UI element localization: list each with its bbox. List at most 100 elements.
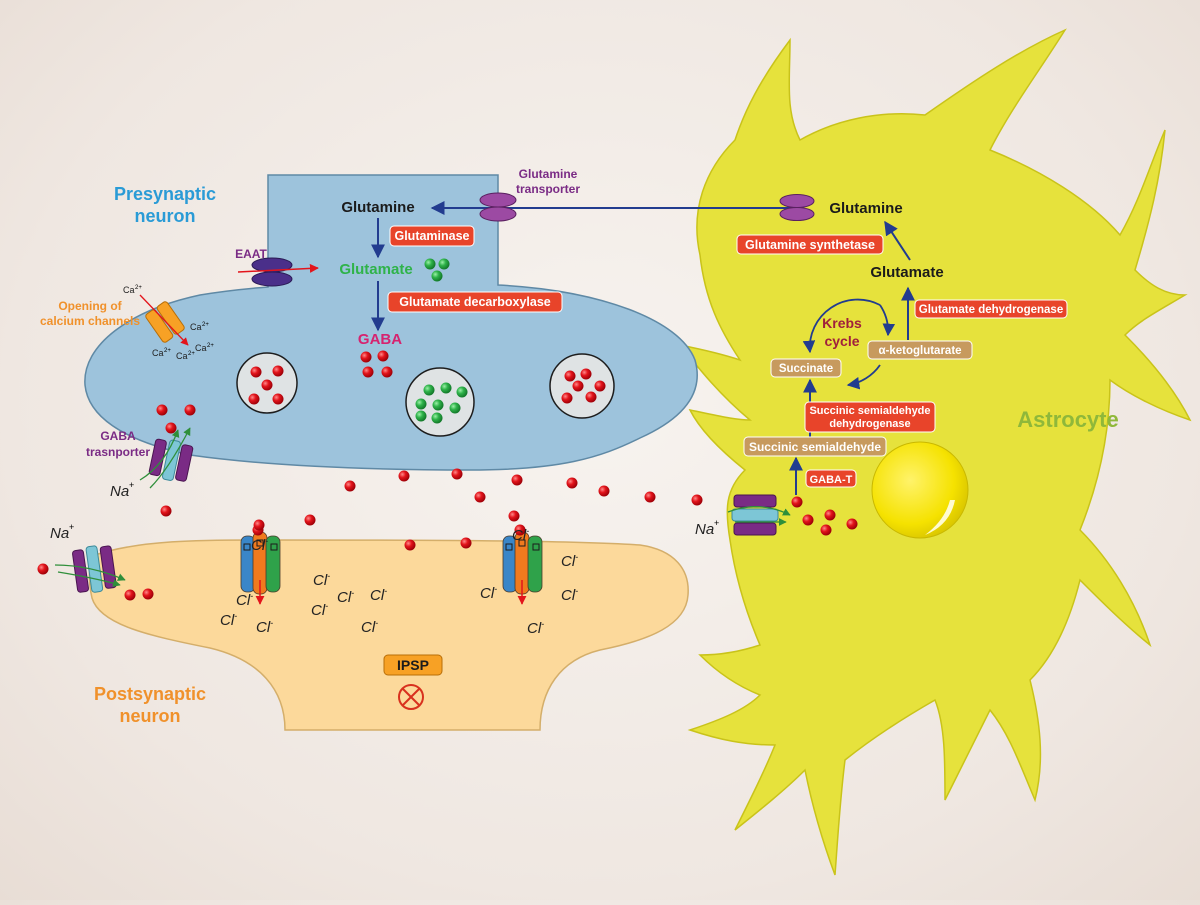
- gaba-molecule: [598, 485, 610, 497]
- chloride-ion: Cl-: [236, 591, 253, 609]
- glutamine-transporter-label-2: transporter: [516, 182, 580, 196]
- gaba-molecule: [160, 505, 172, 517]
- binding-site: [518, 539, 526, 547]
- gaba-transporter-label-1: GABA: [100, 429, 136, 443]
- presynaptic-title: Presynaptic: [114, 184, 216, 204]
- gaba-molecule: [585, 391, 597, 403]
- glutamate-to-glutamine-arrow: [884, 220, 911, 261]
- ipsp-box: [383, 654, 443, 676]
- gaba-molecule: [165, 422, 177, 434]
- ssadh-label-1: Succinic semialdehyde: [809, 405, 930, 417]
- gaba-transporter-astrocyte: [731, 494, 779, 536]
- krebs-cycle-arc-bottom: [846, 364, 881, 390]
- glutamate-molecule: [440, 382, 452, 394]
- chloride-ion: Cl-: [251, 536, 268, 554]
- gaba-t-label: GABA-T: [810, 474, 853, 486]
- gaba-molecule: [561, 392, 573, 404]
- glutamate-molecule: [456, 386, 468, 398]
- gaba-uptake-arrow-post: [57, 571, 121, 587]
- gaba-a-receptor-1: [240, 524, 281, 605]
- chloride-ion: Cl-: [220, 611, 237, 629]
- gaba-molecule: [248, 393, 260, 405]
- calcium-label-2: calcium channels: [40, 314, 140, 328]
- na-ion-astro: Na+: [695, 518, 719, 538]
- gaba-molecule: [691, 494, 703, 506]
- gaba-molecule: [184, 404, 196, 416]
- alpha-kg-box: [867, 340, 973, 360]
- gaba-molecule: [250, 366, 262, 378]
- gaba-molecule: [124, 589, 136, 601]
- gaba-molecule: [820, 524, 832, 536]
- gaba-a-receptor-2: [502, 524, 543, 605]
- chloride-ion: Cl-: [256, 618, 273, 636]
- pre-gaba-label: GABA: [358, 331, 402, 348]
- chloride-ion: Cl-: [561, 586, 578, 604]
- gaba-transporter-postsynaptic: [72, 545, 117, 593]
- krebs-label-1: Krebs: [822, 315, 862, 331]
- gaba-molecule: [272, 393, 284, 405]
- gaba-molecule: [451, 468, 463, 480]
- ipsp-inhibition-icon: [398, 684, 424, 710]
- pre-glutamate-label: Glutamate: [339, 261, 412, 278]
- ssa-label: Succinic semialdehyde: [749, 440, 881, 454]
- gad-label: Glutamate decarboxylase: [399, 295, 551, 309]
- eaat-transporter: [237, 257, 319, 287]
- gaba-molecule: [846, 518, 858, 530]
- chloride-ion: Cl-: [561, 552, 578, 570]
- gaba-molecule: [377, 350, 389, 362]
- glutaminase-label: Glutaminase: [394, 229, 469, 243]
- bound-gaba-molecule: [514, 524, 526, 536]
- gaba-t-box: [805, 469, 857, 488]
- gaba-molecule: [508, 510, 520, 522]
- glutaminase-box: [389, 225, 475, 247]
- eaat-label: EAAT: [235, 247, 267, 261]
- ssadh-box: [804, 401, 936, 433]
- succinate-box: [770, 358, 842, 378]
- na-ion-post: Na+: [50, 522, 74, 542]
- gaba-molecule: [261, 379, 273, 391]
- krebs-cycle-arc-top: [802, 298, 881, 354]
- na-cotransport-arrow-post: [54, 564, 126, 581]
- svg-text:Ca: Ca: [123, 285, 135, 295]
- gaba-molecule: [344, 480, 356, 492]
- gaba-molecule: [304, 514, 316, 526]
- gaba-molecule: [566, 477, 578, 489]
- chloride-ion: Cl-: [337, 588, 354, 606]
- glutamate-molecule: [449, 402, 461, 414]
- chloride-ion: Cl-: [480, 584, 497, 602]
- chloride-ion: Cl-: [370, 586, 387, 604]
- glutamate-molecule: [415, 410, 427, 422]
- binding-site: [256, 539, 264, 547]
- gaba-molecule: [37, 563, 49, 575]
- glutamate-molecule: [438, 258, 450, 270]
- postsynaptic-title-2: neuron: [120, 706, 181, 726]
- ssa-box: [743, 436, 887, 457]
- gaba-molecule: [564, 370, 576, 382]
- binding-site: [532, 543, 540, 551]
- gaba-molecule: [802, 514, 814, 526]
- gaba-molecule: [572, 380, 584, 392]
- glutamate-molecule: [423, 384, 435, 396]
- na-cotransport-arrow-astro: [727, 506, 791, 516]
- gaba-molecule: [398, 470, 410, 482]
- gaba-molecule: [381, 366, 393, 378]
- gad-box: [387, 291, 563, 313]
- gaba-molecule: [360, 351, 372, 363]
- gaba-molecule: [142, 588, 154, 600]
- svg-text:2+: 2+: [202, 322, 209, 328]
- glutamate-dehydrogenase-label: Glutamate dehydrogenase: [919, 304, 1063, 316]
- chloride-ion: Cl-: [361, 618, 378, 636]
- svg-text:2+: 2+: [135, 285, 142, 291]
- gaba-molecule: [474, 491, 486, 503]
- gaba-molecule: [272, 365, 284, 377]
- svg-text:Na: Na: [695, 521, 714, 538]
- gaba-molecule: [511, 474, 523, 486]
- svg-text:Ca: Ca: [152, 348, 164, 358]
- gaba-molecule: [362, 366, 374, 378]
